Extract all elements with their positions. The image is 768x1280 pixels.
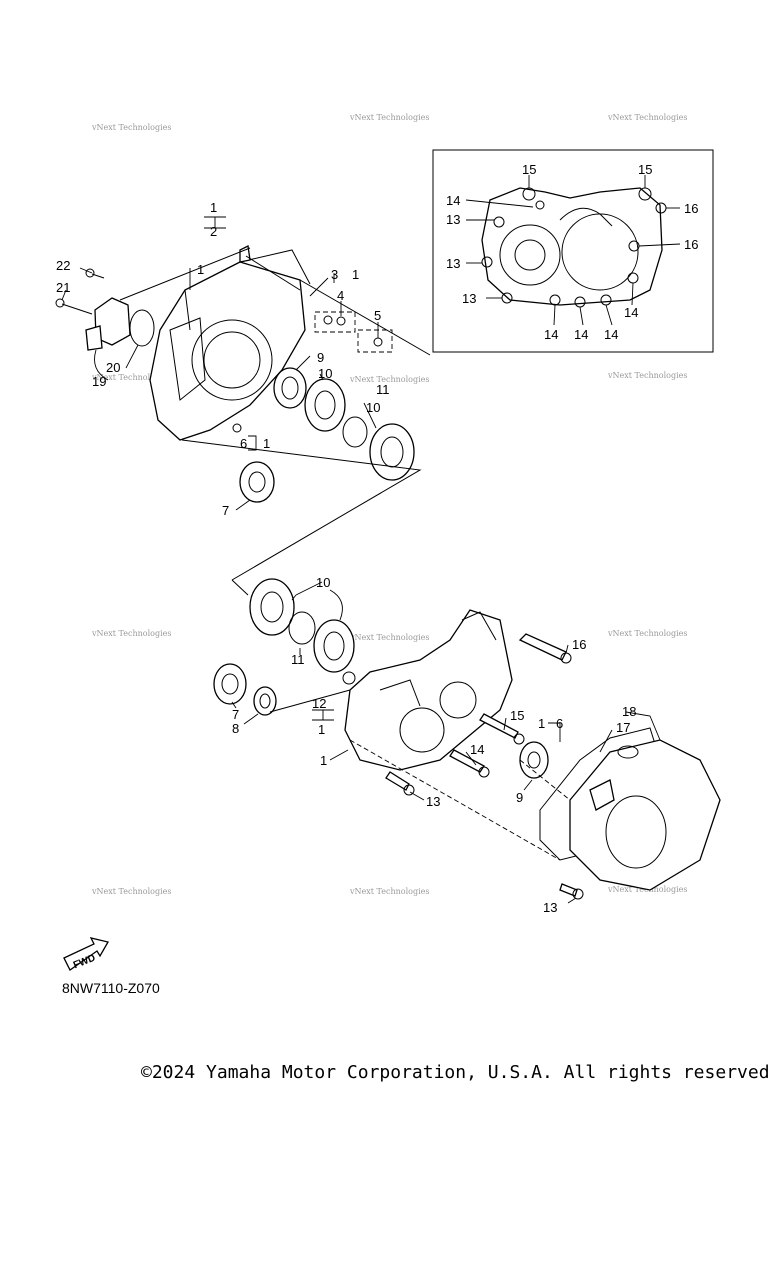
- watermark: vNext Technologies: [349, 633, 429, 642]
- callout-3: 3: [331, 267, 338, 282]
- callout-15: 15: [638, 162, 652, 177]
- callout-14: 14: [470, 742, 484, 757]
- oil-seal: [519, 741, 549, 779]
- callout-1: 1: [197, 262, 204, 277]
- callout-6: 6: [240, 436, 247, 451]
- callout-17: 17: [616, 720, 630, 735]
- bearing: [239, 461, 275, 503]
- callout-10: 10: [366, 400, 380, 415]
- callout-22: 22: [56, 258, 70, 273]
- callout-11: 11: [376, 382, 390, 397]
- callout-20: 20: [106, 360, 120, 375]
- copyright-notice: ©2024 Yamaha Motor Corporation, U.S.A. A…: [141, 1062, 768, 1083]
- watermark: vNext Technologies: [91, 629, 171, 638]
- bolt-location-inset: 15 15 14 13 13 13 14 14 14 14 16 16: [432, 149, 714, 353]
- callout-6: 6: [556, 716, 563, 731]
- callout-2: 2: [210, 224, 217, 239]
- callout-16: 16: [572, 637, 586, 652]
- watermark: vNext Technologies: [349, 113, 429, 122]
- callout-13: 13: [462, 291, 476, 306]
- callout-15: 15: [510, 708, 524, 723]
- oil-seal: [273, 367, 307, 409]
- bearing: [249, 578, 295, 636]
- callout-7: 7: [232, 707, 239, 722]
- right-crankcase-group: 10 11 16 7 8 12 1 1 15 14 13 1 6 17 18 9…: [213, 575, 721, 915]
- callout-19: 19: [92, 374, 106, 389]
- callout-4: 4: [337, 288, 344, 303]
- callout-10: 10: [318, 366, 332, 381]
- callout-1: 1: [320, 753, 327, 768]
- callout-13: 13: [426, 794, 440, 809]
- callout-13: 13: [446, 212, 460, 227]
- callout-21: 21: [56, 280, 70, 295]
- bearing: [304, 378, 346, 432]
- callout-15: 15: [522, 162, 536, 177]
- bearing: [313, 619, 355, 673]
- crankcase-cover: [569, 739, 721, 891]
- callout-14: 14: [574, 327, 588, 342]
- callout-8: 8: [232, 721, 239, 736]
- callout-16: 16: [684, 201, 698, 216]
- watermark: vNext Technologies: [349, 887, 429, 896]
- callout-14: 14: [544, 327, 558, 342]
- callout-12: 12: [312, 696, 326, 711]
- watermark: vNext Technologies: [91, 123, 171, 132]
- crankcase-right: [344, 609, 513, 771]
- callout-9: 9: [317, 350, 324, 365]
- callout-1: 1: [263, 436, 270, 451]
- callout-9: 9: [516, 790, 523, 805]
- left-crankcase-group: 1 2 1 3 1 4 5 9 10 11 10 6 1 7 22 21 20 …: [55, 200, 431, 581]
- callout-13: 13: [543, 900, 557, 915]
- callout-7: 7: [222, 503, 229, 518]
- callout-1: 1: [538, 716, 545, 731]
- bearing: [213, 663, 247, 705]
- fwd-arrow-icon: FWD: [63, 937, 109, 971]
- callout-1: 1: [210, 200, 217, 215]
- watermark: vNext Technologies: [607, 113, 687, 122]
- bearing: [369, 423, 415, 481]
- callout-16: 16: [684, 237, 698, 252]
- diagram-code: 8NW7110-Z070: [62, 980, 160, 996]
- watermark: vNext Technologies: [91, 373, 171, 382]
- crankcase-left: [149, 261, 306, 441]
- watermark: vNext Technologies: [607, 629, 687, 638]
- oil-seal: [253, 686, 277, 716]
- callout-10: 10: [316, 575, 330, 590]
- watermark: vNext Technologies: [91, 887, 171, 896]
- callout-1: 1: [352, 267, 359, 282]
- callout-18: 18: [622, 704, 636, 719]
- callout-14: 14: [624, 305, 638, 320]
- callout-1: 1: [318, 722, 325, 737]
- callout-11: 11: [291, 652, 305, 667]
- callout-5: 5: [374, 308, 381, 323]
- callout-14: 14: [446, 193, 460, 208]
- callout-14: 14: [604, 327, 618, 342]
- watermark: vNext Technologies: [349, 375, 429, 384]
- callout-13: 13: [446, 256, 460, 271]
- watermark: vNext Technologies: [607, 371, 687, 380]
